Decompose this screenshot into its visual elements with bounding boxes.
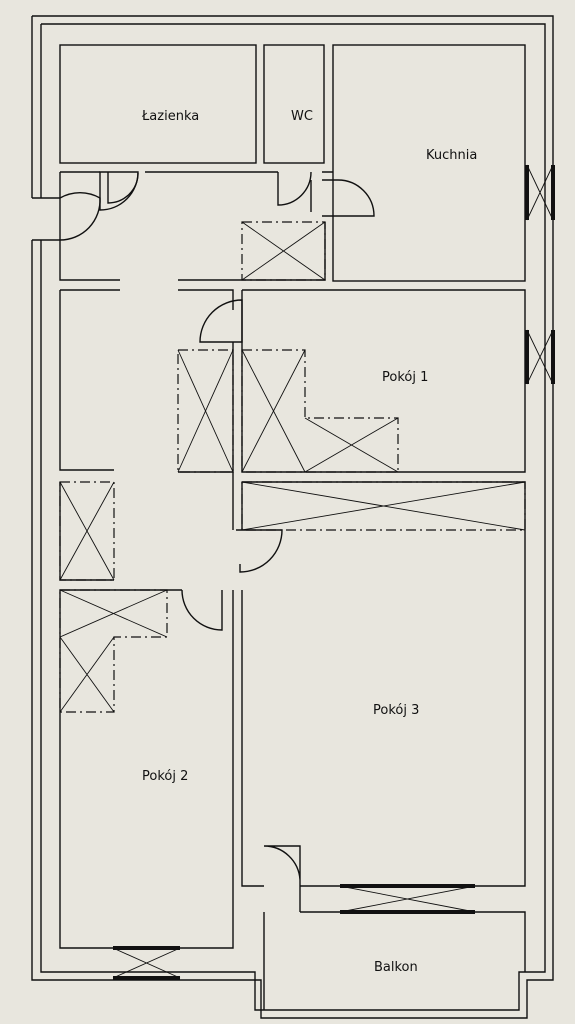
doors	[32, 171, 375, 912]
top-rooms	[59, 44, 526, 282]
room-label-room2: Pokój 2	[142, 769, 188, 784]
interior-walls	[59, 289, 526, 1010]
room-label-balcony: Balkon	[374, 960, 418, 975]
room-label-room3: Pokój 3	[373, 703, 419, 718]
windows	[112, 164, 555, 980]
outer-walls	[31, 15, 554, 1019]
wardrobes	[59, 221, 526, 713]
room-label-bathroom: Łazienka	[141, 109, 199, 124]
room-label-kitchen: Kuchnia	[426, 148, 477, 163]
room-label-wc: WC	[291, 109, 313, 124]
room-label-room1: Pokój 1	[382, 370, 428, 385]
